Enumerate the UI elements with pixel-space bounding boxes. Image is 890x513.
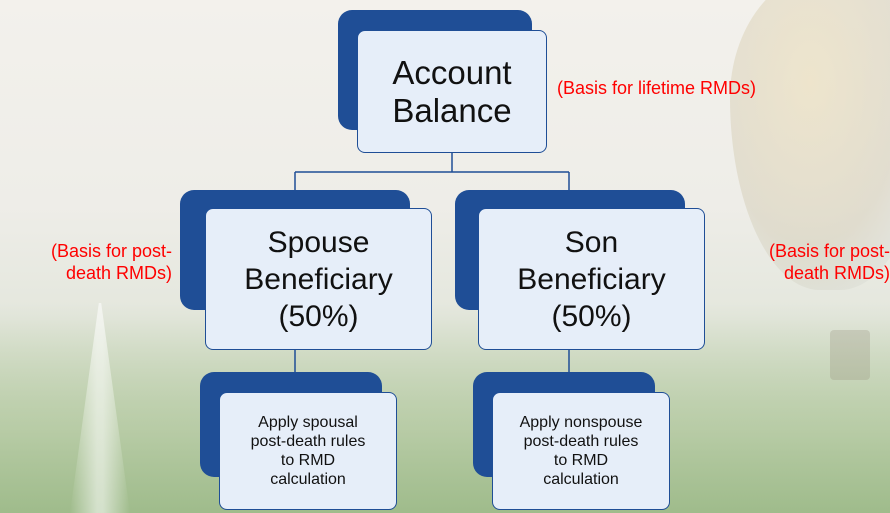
son-action-label: Apply nonspouse post-death rules to RMD … <box>519 414 643 488</box>
account-balance-label: Account Balance <box>392 53 512 129</box>
root-annotation: (Basis for lifetime RMDs) <box>557 78 757 98</box>
background-balloon-basket <box>830 330 870 380</box>
account-balance-box: Account Balance <box>357 30 547 153</box>
spouse-beneficiary-label: Spouse Beneficiary (50%) <box>244 225 393 333</box>
son-annotation: (Basis for post- death RMDs) <box>768 241 890 283</box>
son-action-box: Apply nonspouse post-death rules to RMD … <box>492 392 670 510</box>
spouse-action-label: Apply spousal post-death rules to RMD ca… <box>250 414 366 488</box>
spouse-beneficiary-box: Spouse Beneficiary (50%) <box>205 208 432 350</box>
son-beneficiary-box: Son Beneficiary (50%) <box>478 208 705 350</box>
son-beneficiary-label: Son Beneficiary (50%) <box>517 225 666 333</box>
spouse-annotation: (Basis for post- death RMDs) <box>50 241 172 283</box>
spouse-action-box: Apply spousal post-death rules to RMD ca… <box>219 392 397 510</box>
background-field <box>0 303 890 513</box>
